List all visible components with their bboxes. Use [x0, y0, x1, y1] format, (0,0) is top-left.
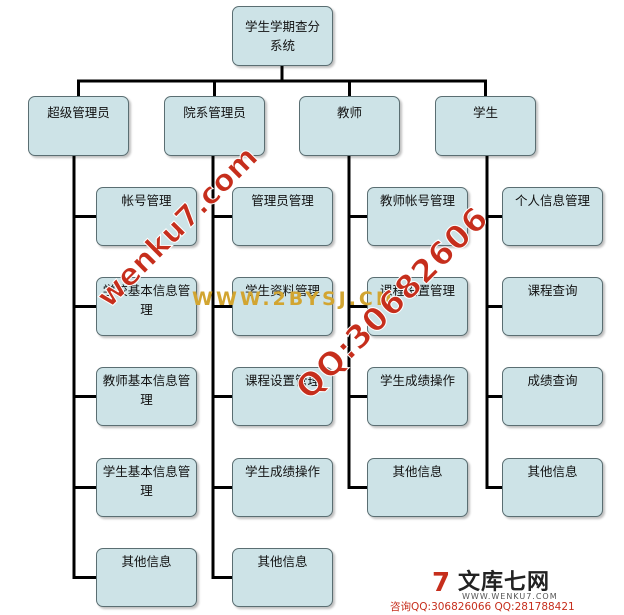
- function-label: 课程查询: [527, 283, 578, 298]
- contact-text: 咨询QQ:306826066 QQ:281788421: [390, 601, 575, 613]
- function-label: 学生成绩操作: [244, 464, 320, 479]
- function-node: 其他信息: [367, 458, 468, 517]
- function-label: 教师帐号管理: [379, 193, 455, 208]
- function-label: 个人信息管理: [514, 193, 590, 208]
- function-node: 其他信息: [502, 458, 603, 517]
- role-label: 教师: [336, 105, 362, 120]
- function-label: 课程设置管理: [244, 373, 320, 388]
- root-label: 学生学期查分系统: [244, 19, 320, 53]
- role-label: 超级管理员: [47, 105, 110, 120]
- function-node: 学生资料管理: [232, 277, 333, 336]
- function-label: 学校基本信息管理: [102, 283, 191, 317]
- function-node: 课程设置管理: [232, 367, 333, 426]
- site-logo: 7 文库七网 WWW.WENKU7.COM: [432, 568, 617, 601]
- function-node: 成绩查询: [502, 367, 603, 426]
- role-node: 教师: [299, 96, 400, 156]
- function-label: 帐号管理: [121, 193, 172, 208]
- function-node: 管理员管理: [232, 187, 333, 246]
- function-node: 教师基本信息管理: [96, 367, 197, 426]
- function-node: 其他信息: [232, 548, 333, 607]
- function-label: 其他信息: [121, 554, 172, 569]
- function-node: 个人信息管理: [502, 187, 603, 246]
- function-node: 其他信息: [96, 548, 197, 607]
- function-node: 学校基本信息管理: [96, 277, 197, 336]
- role-node: 超级管理员: [28, 96, 129, 156]
- function-label: 其他信息: [257, 554, 308, 569]
- function-node: 学生成绩操作: [232, 458, 333, 517]
- function-label: 课程设置管理: [379, 283, 455, 298]
- logo-name: 文库七网: [458, 570, 551, 595]
- role-label: 院系管理员: [183, 105, 246, 120]
- function-label: 管理员管理: [251, 193, 314, 208]
- function-node: 教师帐号管理: [367, 187, 468, 246]
- function-node: 帐号管理: [96, 187, 197, 246]
- function-label: 学生资料管理: [244, 283, 320, 298]
- function-label: 学生基本信息管理: [102, 464, 191, 498]
- role-node: 院系管理员: [164, 96, 265, 156]
- function-label: 学生成绩操作: [379, 373, 455, 388]
- function-label: 其他信息: [392, 464, 443, 479]
- function-node: 学生基本信息管理: [96, 458, 197, 517]
- function-label: 其他信息: [527, 464, 578, 479]
- logo-url: WWW.WENKU7.COM: [462, 592, 558, 601]
- logo-mark-icon: 7: [432, 568, 451, 598]
- function-label: 教师基本信息管理: [102, 373, 191, 407]
- role-node: 学生: [435, 96, 536, 156]
- function-node: 课程设置管理: [367, 277, 468, 336]
- function-node: 学生成绩操作: [367, 367, 468, 426]
- function-node: 课程查询: [502, 277, 603, 336]
- role-label: 学生: [472, 105, 498, 120]
- function-label: 成绩查询: [527, 373, 578, 388]
- root-node: 学生学期查分系统: [232, 6, 333, 66]
